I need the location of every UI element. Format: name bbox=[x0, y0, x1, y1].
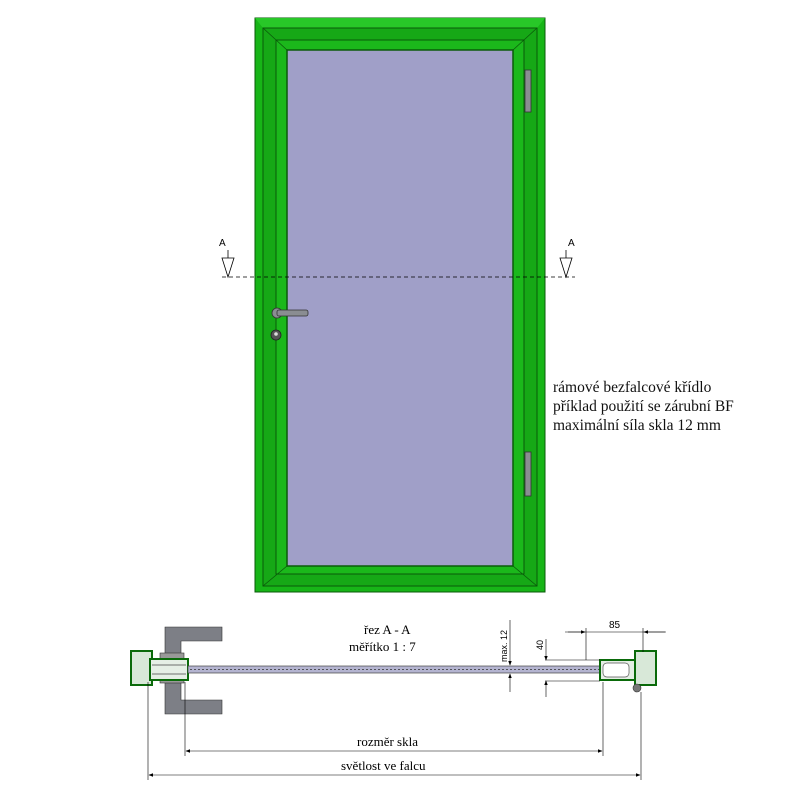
hinge-top bbox=[524, 69, 532, 113]
door-handle-icon bbox=[271, 307, 309, 319]
description-note: rámové bezfalcové křídlo příklad použití… bbox=[553, 378, 734, 435]
frame-profile-left bbox=[130, 650, 189, 686]
section-line-a-a: A A bbox=[219, 238, 575, 279]
section-title: řez A - A bbox=[364, 622, 411, 637]
description-line-1: rámové bezfalcové křídlo bbox=[553, 379, 712, 396]
glass-section bbox=[187, 665, 603, 674]
door-elevation bbox=[254, 17, 546, 593]
section-marker-left: A bbox=[219, 238, 226, 249]
dim-glass-thickness: max. 12 bbox=[499, 630, 509, 662]
section-arrow-left-icon bbox=[221, 257, 235, 279]
frame-profile-right bbox=[599, 650, 657, 693]
hinge-bottom bbox=[524, 451, 532, 497]
dim-40: 40 bbox=[535, 640, 545, 650]
lock-cylinder-icon bbox=[270, 329, 282, 341]
description-line-3: maximální síla skla 12 mm bbox=[553, 417, 721, 434]
glass-pane bbox=[286, 49, 514, 567]
section-view: řez A - A měřítko 1 : 7 max. 12 40 85 ro… bbox=[130, 620, 666, 780]
hinge-pin-icon bbox=[632, 683, 642, 693]
dim-glass-size: rozměr skla bbox=[357, 734, 418, 749]
section-marker-right: A bbox=[568, 238, 575, 249]
section-arrow-right-icon bbox=[559, 257, 573, 279]
description-line-2: příklad použití se zárubní BF bbox=[553, 398, 734, 415]
dim-clear-opening: světlost ve falcu bbox=[341, 758, 426, 773]
dim-85: 85 bbox=[609, 620, 621, 631]
dimensions bbox=[147, 620, 666, 780]
frame-bevel bbox=[255, 18, 545, 28]
section-scale: měřítko 1 : 7 bbox=[349, 639, 416, 654]
